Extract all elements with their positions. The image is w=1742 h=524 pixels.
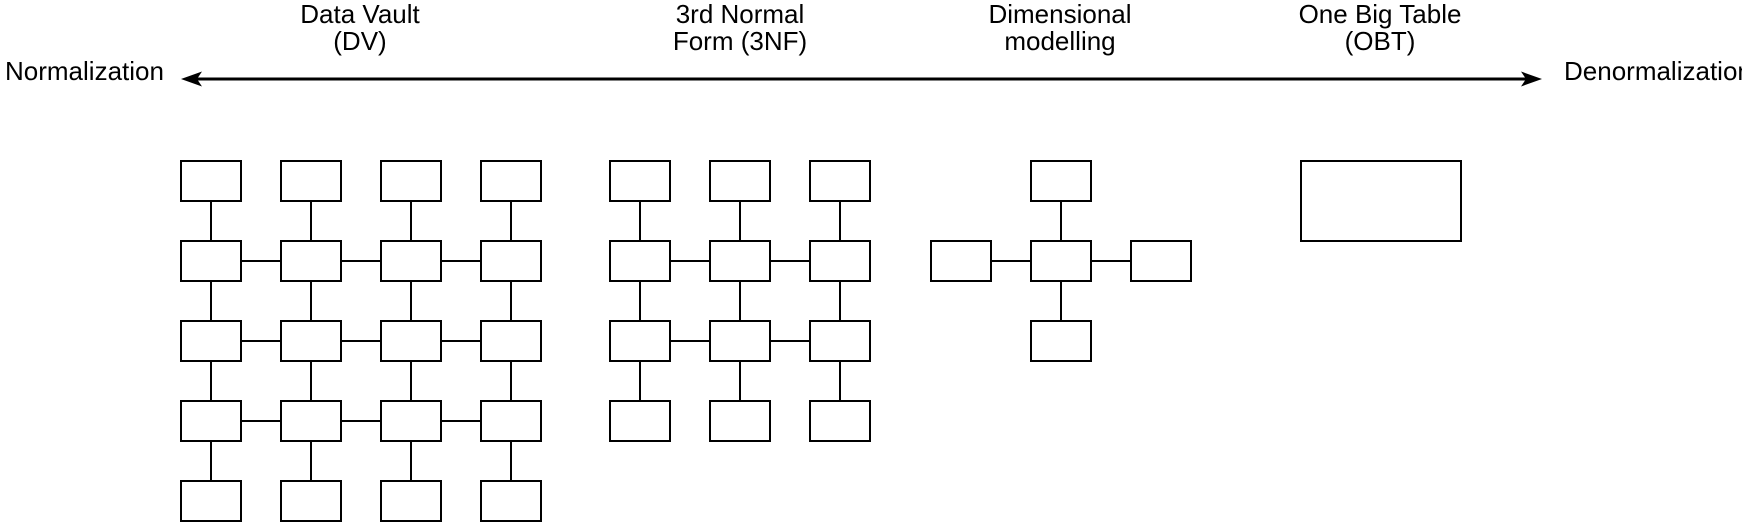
data-vault-table-box [180,240,242,282]
third-normal-form-table-box [609,240,671,282]
dimensional-modelling-table-box [930,240,992,282]
third-normal-form-table-box [809,320,871,362]
data-vault-table-box [180,160,242,202]
third-normal-form-table-box [809,160,871,202]
third-normal-form-table-box [709,400,771,442]
dimensional-modelling-table-box [1030,240,1092,282]
data-vault-table-box [480,400,542,442]
third-normal-form-table-box [609,320,671,362]
group-label-3nf: 3rd Normal Form (3NF) [672,0,808,56]
data-vault-table-box [480,160,542,202]
data-vault-table-box [280,400,342,442]
group-label-one-big-table: One Big Table (OBT) [1298,0,1462,56]
one-big-table-table-box [1300,160,1462,242]
third-normal-form-table-box [709,320,771,362]
data-vault-table-box [280,320,342,362]
dimensional-modelling-table-box [1030,160,1092,202]
data-vault-table-box [380,400,442,442]
data-vault-table-box [280,240,342,282]
data-vault-table-box [380,240,442,282]
left-arrowhead-icon [181,71,202,87]
third-normal-form-table-box [609,160,671,202]
data-vault-table-box [380,320,442,362]
third-normal-form-table-box [709,240,771,282]
data-vault-table-box [280,160,342,202]
data-vault-table-box [480,480,542,522]
third-normal-form-table-box [609,400,671,442]
third-normal-form-table-box [809,240,871,282]
group-label-dimensional-modelling: Dimensional modelling [988,0,1132,56]
dimensional-modelling-table-box [1130,240,1192,282]
third-normal-form-table-box [809,400,871,442]
third-normal-form-table-box [709,160,771,202]
dimensional-modelling-table-box [1030,320,1092,362]
group-label-data-vault: Data Vault (DV) [300,0,420,56]
data-vault-table-box [380,160,442,202]
data-vault-table-box [480,320,542,362]
data-vault-table-box [280,480,342,522]
denormalization-label: Denormalization [1564,56,1742,86]
right-arrowhead-icon [1521,71,1542,87]
data-vault-table-box [180,480,242,522]
data-vault-table-box [480,240,542,282]
data-vault-table-box [180,400,242,442]
data-vault-table-box [180,320,242,362]
normalization-label: Normalization [5,56,164,86]
data-vault-table-box [380,480,442,522]
